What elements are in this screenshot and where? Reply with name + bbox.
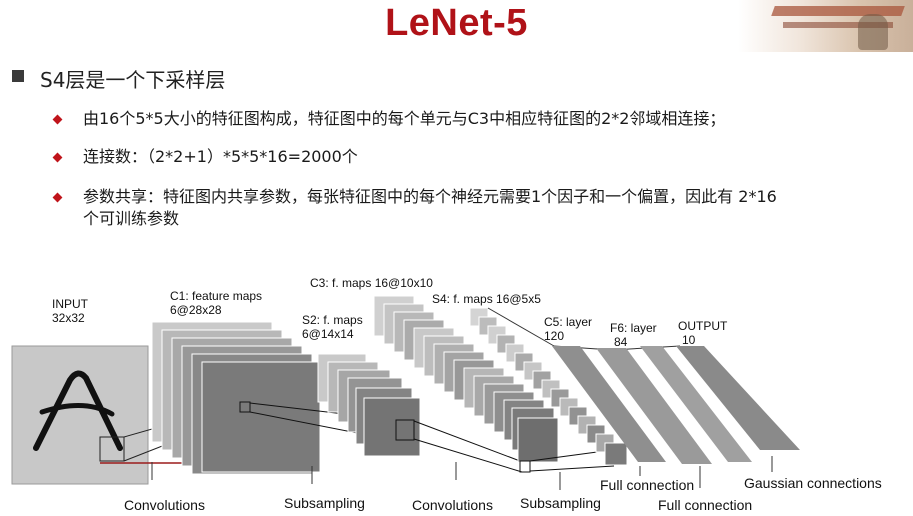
c1-feature-maps <box>151 321 321 475</box>
sub-bullet-text: 个可训练参数 <box>83 209 180 228</box>
input-size-label: 32x32 <box>52 311 85 325</box>
f6-size-label: 84 <box>614 335 628 349</box>
input-receptive-field <box>99 436 125 462</box>
input-letter-a-bar <box>39 402 115 417</box>
c1-label: C1: feature maps <box>170 289 262 303</box>
c5-layer <box>552 346 666 462</box>
c3-projection-line <box>529 465 615 472</box>
f6-layer <box>596 348 712 464</box>
sub-bullet-text: 参数共享：特征图内共享参数，每张特征图中的每个神经元需要1个因子和一个偏置，因此… <box>83 187 777 206</box>
caption-full-connection-1: Full connection <box>600 477 694 493</box>
c3-receptive-field <box>519 460 531 473</box>
c3-label: C3: f. maps 16@10x10 <box>310 276 433 290</box>
caption-convolutions-1: Convolutions <box>124 497 205 513</box>
s4-label: S4: f. maps 16@5x5 <box>432 292 541 306</box>
s2-size-label: 6@14x14 <box>302 327 354 341</box>
s2-projection-line <box>413 438 523 473</box>
s4-map <box>604 442 628 466</box>
input-label: INPUT <box>52 297 89 311</box>
output-label: OUTPUT <box>678 319 728 333</box>
s4-feature-maps <box>469 307 628 466</box>
sub-bullet-text: 由16个5*5大小的特征图构成，特征图中的每个单元与C3中相应特征图的2*2邻域… <box>83 109 726 128</box>
caption-convolutions-2: Convolutions <box>412 497 493 513</box>
c3-feature-maps <box>373 295 559 463</box>
caption-full-connection-2: Full connection <box>658 497 752 513</box>
s2-projection-line <box>413 420 521 462</box>
output-size-label: 10 <box>682 333 696 347</box>
s2-receptive-field <box>395 419 415 441</box>
f6-label: F6: layer <box>610 321 657 335</box>
caption-subsampling-2: Subsampling <box>520 495 601 511</box>
c5-size-label: 120 <box>544 329 564 343</box>
sub-bullet-text: 连接数：（2*2+1）*5*5*16=2000个 <box>83 147 358 166</box>
caption-gaussian-connections: Gaussian connections <box>744 475 882 491</box>
f6-layer-band <box>640 346 752 462</box>
output-layer <box>676 346 800 450</box>
c1-size-label: 6@28x28 <box>170 303 222 317</box>
slide-title: LeNet-5 <box>385 2 528 44</box>
caption-subsampling-1: Subsampling <box>284 495 365 511</box>
square-bullet-icon <box>12 70 24 82</box>
s2-map <box>363 397 421 457</box>
main-bullet-text: S4层是一个下采样层 <box>40 68 226 92</box>
s4-c5-connection-line <box>487 307 555 347</box>
c1-map <box>201 361 321 473</box>
c5-label: C5: layer <box>544 315 592 329</box>
input-letter-a <box>33 370 123 451</box>
c1-receptive-field <box>239 401 251 413</box>
s2-feature-maps <box>317 353 421 457</box>
c3-map <box>517 417 559 463</box>
header-decoration-image <box>738 0 913 52</box>
s2-label: S2: f. maps <box>302 313 363 327</box>
